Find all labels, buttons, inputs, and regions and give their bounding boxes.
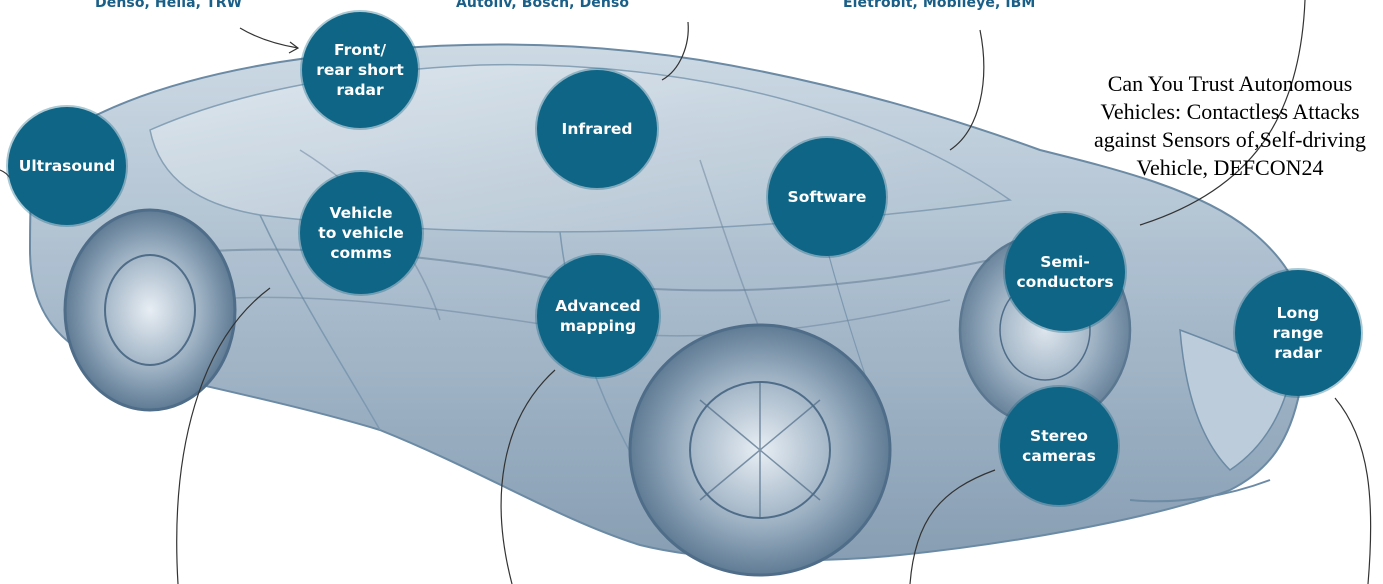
rear-wheel [63,208,237,412]
sensor-stereo-cameras: Stereo cameras [1000,387,1118,505]
sensor-semiconductors-label: Semi- conductors [1016,253,1114,291]
sensor-semiconductors: Semi- conductors [1005,213,1125,331]
sensor-vehicle-to-vehicle-comms-label: Vehicle to vehicle comms [318,204,404,262]
sensor-software: Software [768,138,886,256]
sensor-long-range-radar-label: Long range radar [1272,304,1324,362]
sensor-front-rear-short-radar: Front/ rear short radar [302,12,418,128]
sensor-infrared: Infrared [537,70,657,188]
sensor-stereo-cameras-label: Stereo cameras [1022,427,1096,465]
citation-caption: Can You Trust Autonomous Vehicles: Conta… [1094,71,1366,180]
sensor-infrared-label: Infrared [561,120,633,138]
sensor-ultrasound: Ultrasound [8,107,126,225]
sensor-software-label: Software [787,188,867,206]
arrow-to-semiconductors [1139,0,1306,226]
arrow-software-suppliers [949,29,985,151]
supplier-label-infrared: Autoliv, Bosch, Denso [456,0,630,11]
arrow-infrared-suppliers [661,21,689,81]
arrow-radar-suppliers-head [288,41,300,54]
sensor-long-range-radar: Long range radar [1235,270,1361,396]
sensor-front-rear-short-radar-label: Front/ rear short radar [316,41,404,99]
arrow-radar-suppliers [239,27,299,49]
arrow-v2v [176,287,271,584]
arrow-long-range [1334,397,1372,584]
arrow-stereo [909,469,996,584]
supplier-label-software: Eletrobit, Mobileye, IBM [843,0,1036,11]
sensor-advanced-mapping: Advanced mapping [537,255,659,377]
supplier-label-radar: Denso, Hella, TRW [95,0,243,11]
sensor-vehicle-to-vehicle-comms: Vehicle to vehicle comms [300,172,422,294]
sensor-ultrasound-label: Ultrasound [18,157,116,175]
arrow-mapping [500,369,556,584]
sensor-advanced-mapping-label: Advanced mapping [555,297,641,335]
front-left-wheel [628,323,892,577]
